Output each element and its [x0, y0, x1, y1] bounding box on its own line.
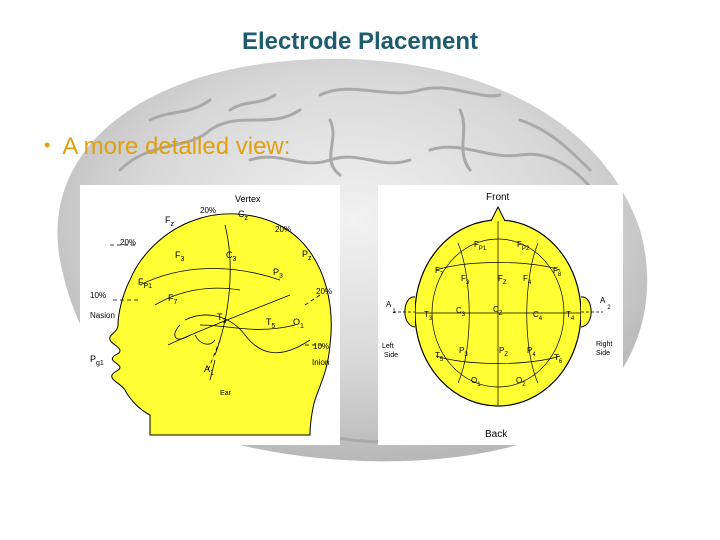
- svg-text:O2: O2: [516, 376, 526, 388]
- top-label-c4: C: [533, 310, 539, 319]
- svg-text:T5: T5: [266, 317, 276, 330]
- svg-text:PZ: PZ: [499, 346, 508, 358]
- side-label-c3: C: [226, 250, 233, 260]
- top-label-pz: P: [499, 346, 504, 355]
- top-label-t3: T: [424, 310, 429, 319]
- side-head-shape: [109, 213, 332, 436]
- side-label-pct20-right: 20%: [275, 225, 291, 234]
- side-label-t3: T: [217, 312, 223, 322]
- side-label-cz: C: [238, 209, 245, 219]
- side-label-o1: O: [293, 317, 300, 327]
- side-label-f7: F: [168, 293, 174, 303]
- side-label-10pct-left: 10%: [90, 291, 106, 300]
- svg-text:FP2: FP2: [517, 240, 530, 252]
- side-label-a1: A: [204, 364, 210, 374]
- top-view-diagram: Front FP1 FP2 F7 F3 FZ F4 F8 A1: [378, 185, 623, 445]
- svg-text:C4: C4: [533, 310, 543, 322]
- top-label-t5: T: [435, 351, 440, 360]
- bullet-item: • A more detailed view:: [44, 133, 290, 161]
- side-label-inion: Inion: [312, 358, 329, 367]
- side-label-t5: T: [266, 317, 272, 327]
- top-label-o1: O: [471, 376, 477, 385]
- top-label-fp1: F: [474, 240, 479, 249]
- top-label-f4: F: [523, 274, 528, 283]
- top-label-t4: T: [566, 310, 571, 319]
- top-label-right-side-1: Right: [596, 341, 612, 348]
- svg-text:FZ: FZ: [498, 274, 507, 286]
- side-label-pz: P: [302, 249, 308, 259]
- top-label-a1: A: [386, 300, 392, 309]
- svg-text:F4: F4: [523, 274, 532, 286]
- svg-text:FP1: FP1: [138, 277, 152, 290]
- svg-text:A1: A1: [204, 364, 214, 377]
- top-label-t6: T: [554, 353, 559, 362]
- side-label-fp1: F: [138, 277, 144, 287]
- svg-text:F8: F8: [553, 266, 562, 278]
- side-label-fz: F: [165, 215, 171, 225]
- svg-text:P3: P3: [273, 267, 283, 280]
- svg-text:A1: A1: [386, 300, 396, 315]
- slide-title: Electrode Placement: [241, 28, 479, 55]
- svg-text:C3: C3: [456, 306, 466, 318]
- side-label-pct20-lower-right: 20%: [316, 287, 332, 296]
- svg-text:O1: O1: [471, 376, 481, 388]
- svg-text:T3: T3: [217, 312, 227, 325]
- side-label-pg1: P: [90, 354, 96, 364]
- svg-text:CZ: CZ: [493, 305, 503, 317]
- side-label-10pct-right: 10%: [313, 342, 329, 351]
- side-label-ear: Ear: [220, 390, 232, 397]
- svg-text:Pz: Pz: [302, 249, 312, 262]
- top-label-left-side-1: Left: [382, 343, 394, 350]
- top-label-f8: F: [553, 266, 558, 275]
- top-label-p4: P: [527, 346, 532, 355]
- svg-text:F3: F3: [461, 274, 470, 286]
- top-label-fp2: F: [517, 240, 522, 249]
- top-label-back: Back: [485, 429, 508, 440]
- svg-text:T5: T5: [435, 351, 444, 363]
- top-label-f7: F: [435, 266, 440, 275]
- side-label-nasion: Nasion: [90, 311, 115, 320]
- top-label-right-side-2: Side: [596, 350, 610, 357]
- top-label-left-side-2: Side: [384, 352, 398, 359]
- bullet-text: A more detailed view:: [62, 133, 291, 160]
- side-label-pct20-top: 20%: [200, 206, 216, 215]
- top-label-f3: F: [461, 274, 466, 283]
- svg-text:T3: T3: [424, 310, 433, 322]
- side-label-f3: F: [175, 250, 181, 260]
- side-label-pct20-left: 20%: [120, 238, 136, 247]
- top-label-o2: O: [516, 376, 522, 385]
- side-label-vertex: Vertex: [235, 194, 261, 204]
- svg-text:Cz: Cz: [238, 209, 249, 222]
- svg-text:Fz: Fz: [165, 215, 175, 228]
- top-label-fz: F: [498, 274, 503, 283]
- svg-text:FP1: FP1: [474, 240, 487, 252]
- svg-text:P3: P3: [459, 346, 468, 358]
- side-view-diagram: Vertex Fz 20% Cz 20% 20% F3 C3 Pz P3 10%…: [80, 185, 340, 445]
- svg-text:F7: F7: [168, 293, 178, 306]
- top-label-p3: P: [459, 346, 464, 355]
- side-label-p3: P: [273, 267, 279, 277]
- svg-text:T6: T6: [554, 353, 563, 365]
- svg-text:C3: C3: [226, 250, 237, 263]
- top-label-c3: C: [456, 306, 462, 315]
- svg-text:A2: A2: [600, 296, 611, 311]
- svg-text:T4: T4: [566, 310, 575, 322]
- svg-text:P4: P4: [527, 346, 536, 358]
- svg-text:F3: F3: [175, 250, 185, 263]
- top-label-a2: A: [600, 296, 606, 305]
- top-label-front: Front: [486, 192, 510, 203]
- bullet-dot-icon: •: [44, 135, 51, 155]
- svg-text:F7: F7: [435, 266, 444, 278]
- svg-text:O1: O1: [293, 317, 304, 330]
- svg-text:Pg1: Pg1: [90, 354, 104, 367]
- top-label-cz: C: [493, 305, 499, 314]
